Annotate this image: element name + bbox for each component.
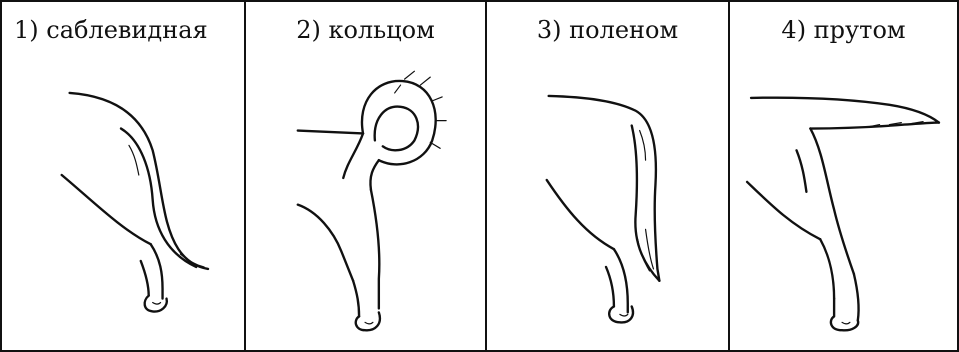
- sabre-tail-icon: [2, 2, 244, 350]
- panel-rod: 4) прутом: [730, 2, 957, 350]
- ring-tail-icon: [246, 2, 485, 350]
- panel-ring: 2) кольцом: [246, 2, 487, 350]
- panel-sabre: 1) саблевидная: [2, 2, 246, 350]
- log-tail-icon: [487, 2, 728, 350]
- panel-log: 3) поленом: [487, 2, 730, 350]
- rod-tail-icon: [730, 2, 957, 350]
